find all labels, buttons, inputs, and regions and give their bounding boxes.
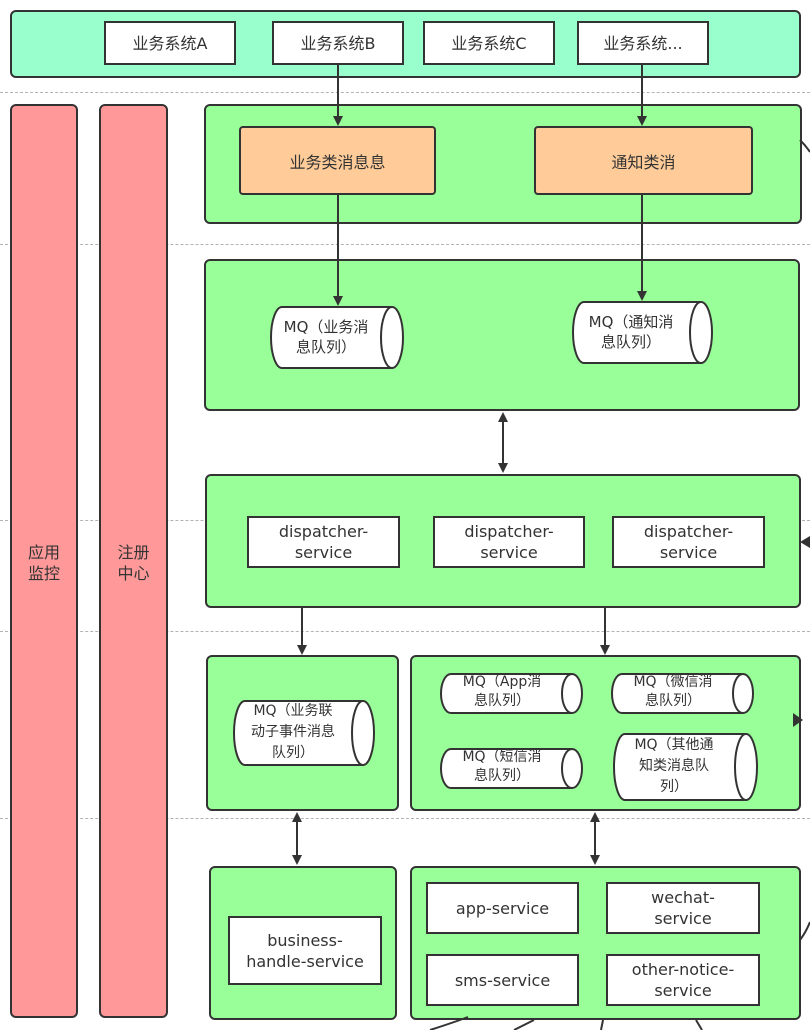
layer-separator	[0, 818, 810, 819]
edge-line-bottom-1	[429, 1016, 469, 1030]
layer-separator	[0, 92, 810, 93]
mq-linkage-queue-label: MQ（业务联动子事件消息队列）	[251, 703, 335, 761]
business-system-b[interactable]: 业务系统B	[272, 21, 404, 65]
business-handle-service[interactable]: business-handle-service	[228, 916, 382, 985]
business-message-producer[interactable]: 业务类消息息	[239, 126, 436, 195]
cylinder-shape	[613, 733, 758, 801]
cylinder-shape	[611, 673, 754, 714]
mq-app-queue[interactable]: MQ（App消息队列）	[440, 673, 583, 714]
mq-app-queue-label: MQ（App消息队列）	[462, 674, 542, 709]
cylinder-shape	[440, 748, 583, 789]
business-system-a[interactable]: 业务系统A	[104, 21, 236, 65]
dispatcher-service-1[interactable]: dispatcher-service	[247, 516, 400, 568]
edge-line-right-bottom	[799, 921, 810, 941]
app-monitor-label: 应用监控	[27, 543, 60, 583]
mq-sms-queue[interactable]: MQ（短信消息队列）	[440, 748, 583, 789]
other-notice-service[interactable]: other-notice-service	[606, 954, 760, 1006]
mq-sms-queue-label: MQ（短信消息队列）	[462, 749, 542, 784]
edge-line-right-top	[799, 139, 810, 153]
layer-separator	[0, 631, 810, 632]
edge-line-bottom-4	[695, 1019, 703, 1030]
cylinder-shape	[440, 673, 583, 714]
layer-separator	[0, 244, 810, 245]
registry-center-label: 注册中心	[117, 543, 150, 583]
dispatcher-service-3[interactable]: dispatcher-service	[612, 516, 765, 568]
mq-notice-queue[interactable]: MQ（通知消息队列）	[572, 301, 713, 364]
app-service[interactable]: app-service	[426, 882, 579, 934]
cylinder-shape	[233, 700, 375, 766]
app-monitor-column[interactable]: 应用监控	[10, 104, 78, 1018]
cylinder-shape	[270, 306, 404, 369]
sms-service[interactable]: sms-service	[426, 954, 579, 1006]
mq-business-queue-label: MQ（业务消息队列）	[283, 318, 369, 356]
edge-line-bottom-2	[513, 1019, 535, 1030]
mq-notice-queue-label: MQ（通知消息队列）	[588, 313, 674, 351]
wechat-service[interactable]: wechat-service	[606, 882, 760, 934]
mq-wechat-queue-label: MQ（微信消息队列）	[633, 674, 713, 709]
cylinder-shape	[572, 301, 713, 364]
arrowhead-right-notice-mq	[793, 713, 803, 727]
mq-other-notice-queue-label: MQ（其他通知类消息队列）	[634, 737, 714, 795]
mq-business-queue[interactable]: MQ（业务消息队列）	[270, 306, 404, 369]
mq-wechat-queue[interactable]: MQ（微信消息队列）	[611, 673, 754, 714]
edge-line-bottom-3	[600, 1019, 604, 1030]
business-system-more[interactable]: 业务系统...	[577, 21, 709, 65]
mq-linkage-queue[interactable]: MQ（业务联动子事件消息队列）	[233, 700, 375, 766]
dispatcher-service-2[interactable]: dispatcher-service	[433, 516, 585, 568]
notice-message-producer[interactable]: 通知类消	[534, 126, 753, 195]
business-system-c[interactable]: 业务系统C	[423, 21, 555, 65]
arrowhead-right-dispatcher	[800, 536, 810, 548]
mq-other-notice-queue[interactable]: MQ（其他通知类消息队列）	[613, 733, 758, 801]
registry-center-column[interactable]: 注册中心	[99, 104, 168, 1018]
